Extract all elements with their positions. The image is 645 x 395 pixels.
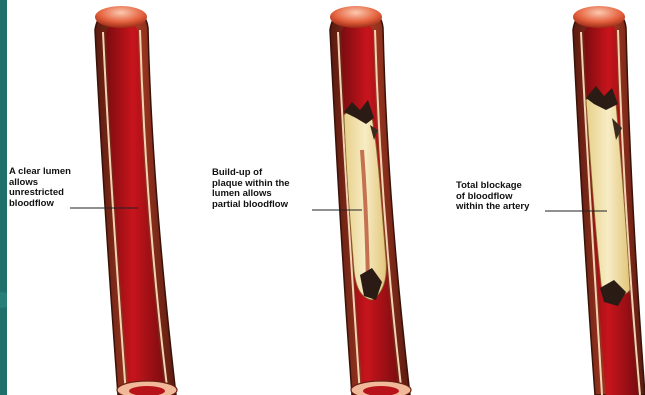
- artery-cap: [95, 6, 147, 28]
- label-plaque-buildup: Build-up of plaque within the lumen allo…: [212, 168, 332, 210]
- artery-plaque: [330, 6, 411, 395]
- label-total-blockage: Total blockage of bloodflow within the a…: [456, 181, 576, 213]
- label-clear-lumen: A clear lumen allows unrestricted bloodf…: [9, 167, 119, 209]
- artery-blocked: [573, 6, 645, 395]
